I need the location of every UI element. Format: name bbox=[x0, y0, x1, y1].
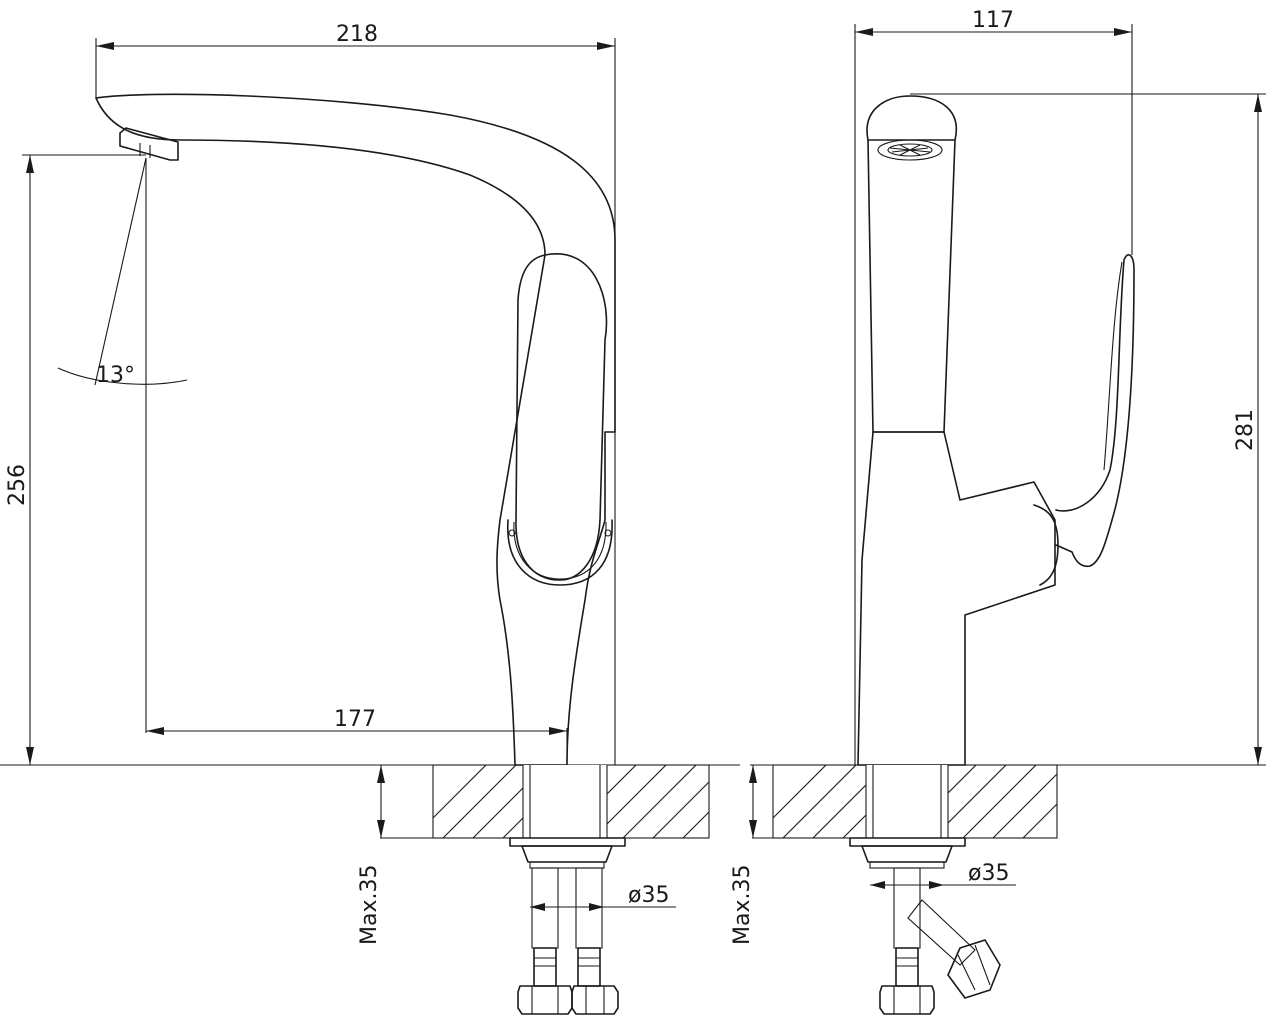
dim-218-label: 218 bbox=[336, 22, 378, 47]
side-lever-handle bbox=[1055, 254, 1135, 568]
side-spout-head bbox=[866, 95, 958, 141]
front-lever-handle bbox=[515, 253, 608, 581]
front-cartridge-ring bbox=[507, 519, 613, 586]
side-mounting-hardware bbox=[849, 837, 1001, 1015]
side-max-thickness-label: Max.35 bbox=[730, 865, 755, 945]
dim-281-label: 281 bbox=[1233, 409, 1258, 451]
front-aerator bbox=[119, 127, 179, 161]
dim-177-label: 177 bbox=[334, 707, 376, 732]
dim-117-label: 117 bbox=[972, 8, 1014, 33]
front-diameter-label: ø35 bbox=[628, 883, 669, 908]
spray-angle-label: 13° bbox=[96, 363, 135, 388]
front-view: 13° 218 256 177 bbox=[0, 22, 740, 1015]
side-countertop bbox=[772, 764, 1058, 839]
side-faucet-body bbox=[857, 431, 1056, 766]
side-diameter-label: ø35 bbox=[968, 861, 1009, 886]
side-view: 117 281 bbox=[730, 8, 1266, 1015]
front-mounting-hardware bbox=[509, 837, 626, 1015]
front-faucet-body bbox=[95, 93, 616, 766]
side-spout-column bbox=[867, 139, 956, 433]
front-max-thickness-label: Max.35 bbox=[357, 865, 382, 945]
front-countertop bbox=[432, 764, 710, 839]
dim-256-label: 256 bbox=[5, 464, 30, 506]
